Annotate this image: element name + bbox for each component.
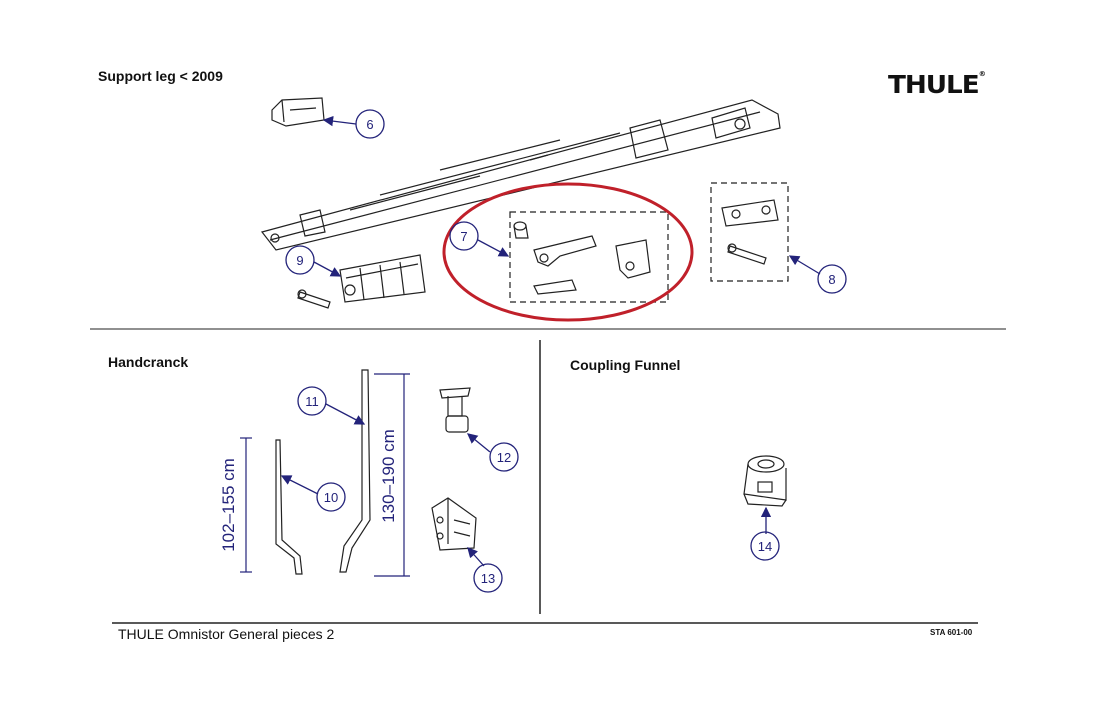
- part-9-bracket: [297, 254, 426, 309]
- callout-6: 6: [355, 109, 385, 139]
- part-10-handcrank-short: [240, 437, 303, 575]
- callout-9-label: 9: [296, 253, 303, 268]
- part-11-handcrank-long: [339, 369, 410, 577]
- callout-9: 9: [285, 245, 315, 275]
- part-6-cap: [271, 97, 325, 127]
- callout-10: 10: [316, 482, 346, 512]
- dimension-long-label: 130–190 cm: [379, 429, 398, 523]
- part-7-dashed-box: [509, 211, 669, 303]
- thule-logo: THULE®: [888, 70, 986, 99]
- part-8-kit: [710, 182, 789, 282]
- part-7-kit: [442, 182, 694, 322]
- callout-13: 13: [473, 563, 503, 593]
- callout-14: 14: [750, 531, 780, 561]
- support-leg-assembly: [260, 99, 781, 251]
- callout-13-label: 13: [481, 571, 495, 586]
- callout-11: 11: [297, 386, 327, 416]
- logo-text: THULE: [888, 70, 980, 99]
- callout-12: 12: [489, 442, 519, 472]
- footer-title: THULE Omnistor General pieces 2: [118, 626, 335, 642]
- handcrank-title: Handcranck: [108, 354, 189, 370]
- callout-8: 8: [817, 264, 847, 294]
- registered-mark: ®: [978, 70, 986, 78]
- callout-6-label: 6: [366, 117, 373, 132]
- callout-8-label: 8: [828, 272, 835, 287]
- callout-11-label: 11: [305, 394, 319, 409]
- callout-12-label: 12: [497, 450, 511, 465]
- part-13-holder: [431, 497, 477, 551]
- callout-7: 7: [449, 221, 479, 251]
- part-14-coupling-funnel: [743, 455, 787, 507]
- part-12-knob: [439, 387, 471, 433]
- support-leg-title: Support leg < 2009: [98, 68, 223, 84]
- part-8-dashed-box: [710, 182, 789, 282]
- coupling-funnel-title: Coupling Funnel: [570, 357, 681, 373]
- callout-14-label: 14: [758, 539, 772, 554]
- callout-7-label: 7: [460, 229, 467, 244]
- callout-10-label: 10: [324, 490, 338, 505]
- highlight-ellipse: [442, 182, 694, 322]
- dimension-short-label: 102–155 cm: [219, 458, 238, 552]
- document-reference: STA 601-00: [930, 628, 973, 637]
